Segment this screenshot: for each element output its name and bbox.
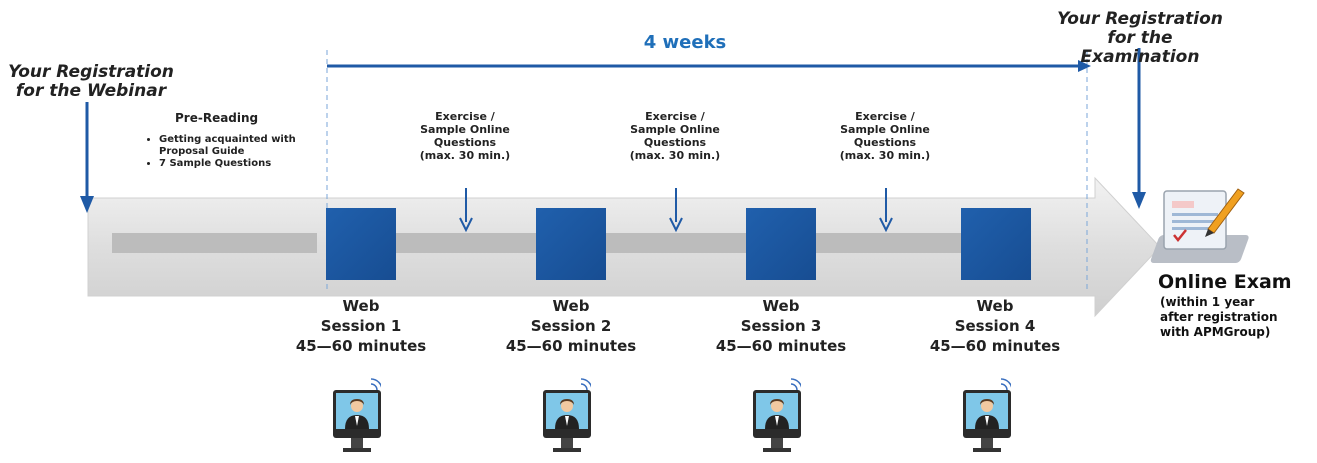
- session-track-1: [396, 233, 536, 253]
- exercise-line: (max. 30 min.): [419, 149, 511, 162]
- session-line: Web: [342, 297, 380, 315]
- session-line: 45—60 minutes: [295, 337, 427, 355]
- online-exam-line: with APMGroup): [1160, 325, 1271, 339]
- exam-registration-line2: for the Examination: [1080, 28, 1200, 67]
- arrow-down-icon: [459, 217, 473, 233]
- exercise-line: Questions: [643, 136, 707, 149]
- exam-document-icon: [1150, 188, 1249, 263]
- session-line: Web: [552, 297, 590, 315]
- arrow-down-icon: [879, 217, 893, 233]
- exercise-line: Sample Online: [420, 123, 510, 136]
- session-line: Web: [762, 297, 800, 315]
- webinar-registration-line2: for the Webinar: [15, 81, 167, 101]
- exercise-line: Sample Online: [840, 123, 930, 136]
- pre-reading-track: [112, 233, 317, 253]
- online-exam-line: after registration: [1160, 310, 1278, 324]
- session-box-4: [961, 208, 1031, 280]
- session-box-3: [746, 208, 816, 280]
- exercise-line: (max. 30 min.): [629, 149, 721, 162]
- session-line: Session 2: [530, 317, 612, 335]
- session-track-3: [816, 233, 961, 253]
- webinar-registration-label: Your Registration for the Webinar: [6, 63, 176, 101]
- monitor-person-icon: [333, 378, 381, 452]
- exercise-line: Sample Online: [630, 123, 720, 136]
- session-label-4: Web Session 4 45—60 minutes: [925, 296, 1065, 356]
- session-line: Session 3: [740, 317, 822, 335]
- monitor-person-icon: [543, 378, 591, 452]
- duration-arrow-head: [1078, 60, 1091, 72]
- session-track-2: [606, 233, 746, 253]
- monitor-person-icon: [963, 378, 1011, 452]
- duration-label: 4 weeks: [643, 32, 727, 53]
- arrow-down-icon: [669, 217, 683, 233]
- session-box-2: [536, 208, 606, 280]
- online-exam-title: Online Exam: [1158, 271, 1292, 293]
- online-exam-line: (within 1 year: [1160, 295, 1255, 309]
- session-label-1: Web Session 1 45—60 minutes: [291, 296, 431, 356]
- pre-reading-list: Getting acquainted with Proposal Guide 7…: [143, 134, 309, 170]
- session-label-2: Web Session 2 45—60 minutes: [501, 296, 641, 356]
- pre-reading-item: 7 Sample Questions: [159, 158, 309, 170]
- exercise-label-1: Exercise / Sample Online Questions (max.…: [405, 110, 525, 162]
- session-label-3: Web Session 3 45—60 minutes: [711, 296, 851, 356]
- exercise-line: (max. 30 min.): [839, 149, 931, 162]
- session-line: Session 1: [320, 317, 402, 335]
- monitor-person-icon: [753, 378, 801, 452]
- pre-reading-title: Pre-Reading: [175, 111, 259, 125]
- exercise-line: Exercise /: [855, 110, 915, 123]
- pre-reading-item: Getting acquainted with Proposal Guide: [159, 134, 309, 158]
- wifi-icon: [580, 378, 591, 391]
- session-line: 45—60 minutes: [929, 337, 1061, 355]
- exercise-label-2: Exercise / Sample Online Questions (max.…: [615, 110, 735, 162]
- exercise-line: Exercise /: [645, 110, 705, 123]
- session-line: Web: [976, 297, 1014, 315]
- exam-registration-label: Your Registration for the Examination: [1050, 10, 1230, 67]
- session-line: 45—60 minutes: [715, 337, 847, 355]
- session-box-1: [326, 208, 396, 280]
- webinar-registration-line1: Your Registration: [8, 62, 174, 82]
- exercise-label-3: Exercise / Sample Online Questions (max.…: [825, 110, 945, 162]
- wifi-icon: [370, 378, 381, 391]
- wifi-icon: [790, 378, 801, 391]
- online-exam-details: (within 1 year after registration with A…: [1160, 295, 1315, 340]
- exam-registration-line1: Your Registration: [1057, 9, 1223, 29]
- exercise-line: Exercise /: [435, 110, 495, 123]
- wifi-icon: [1000, 378, 1011, 391]
- session-line: Session 4: [954, 317, 1036, 335]
- session-line: 45—60 minutes: [505, 337, 637, 355]
- exercise-line: Questions: [433, 136, 497, 149]
- arrow-down-icon: [1132, 192, 1146, 209]
- arrow-down-icon: [80, 196, 94, 213]
- exercise-line: Questions: [853, 136, 917, 149]
